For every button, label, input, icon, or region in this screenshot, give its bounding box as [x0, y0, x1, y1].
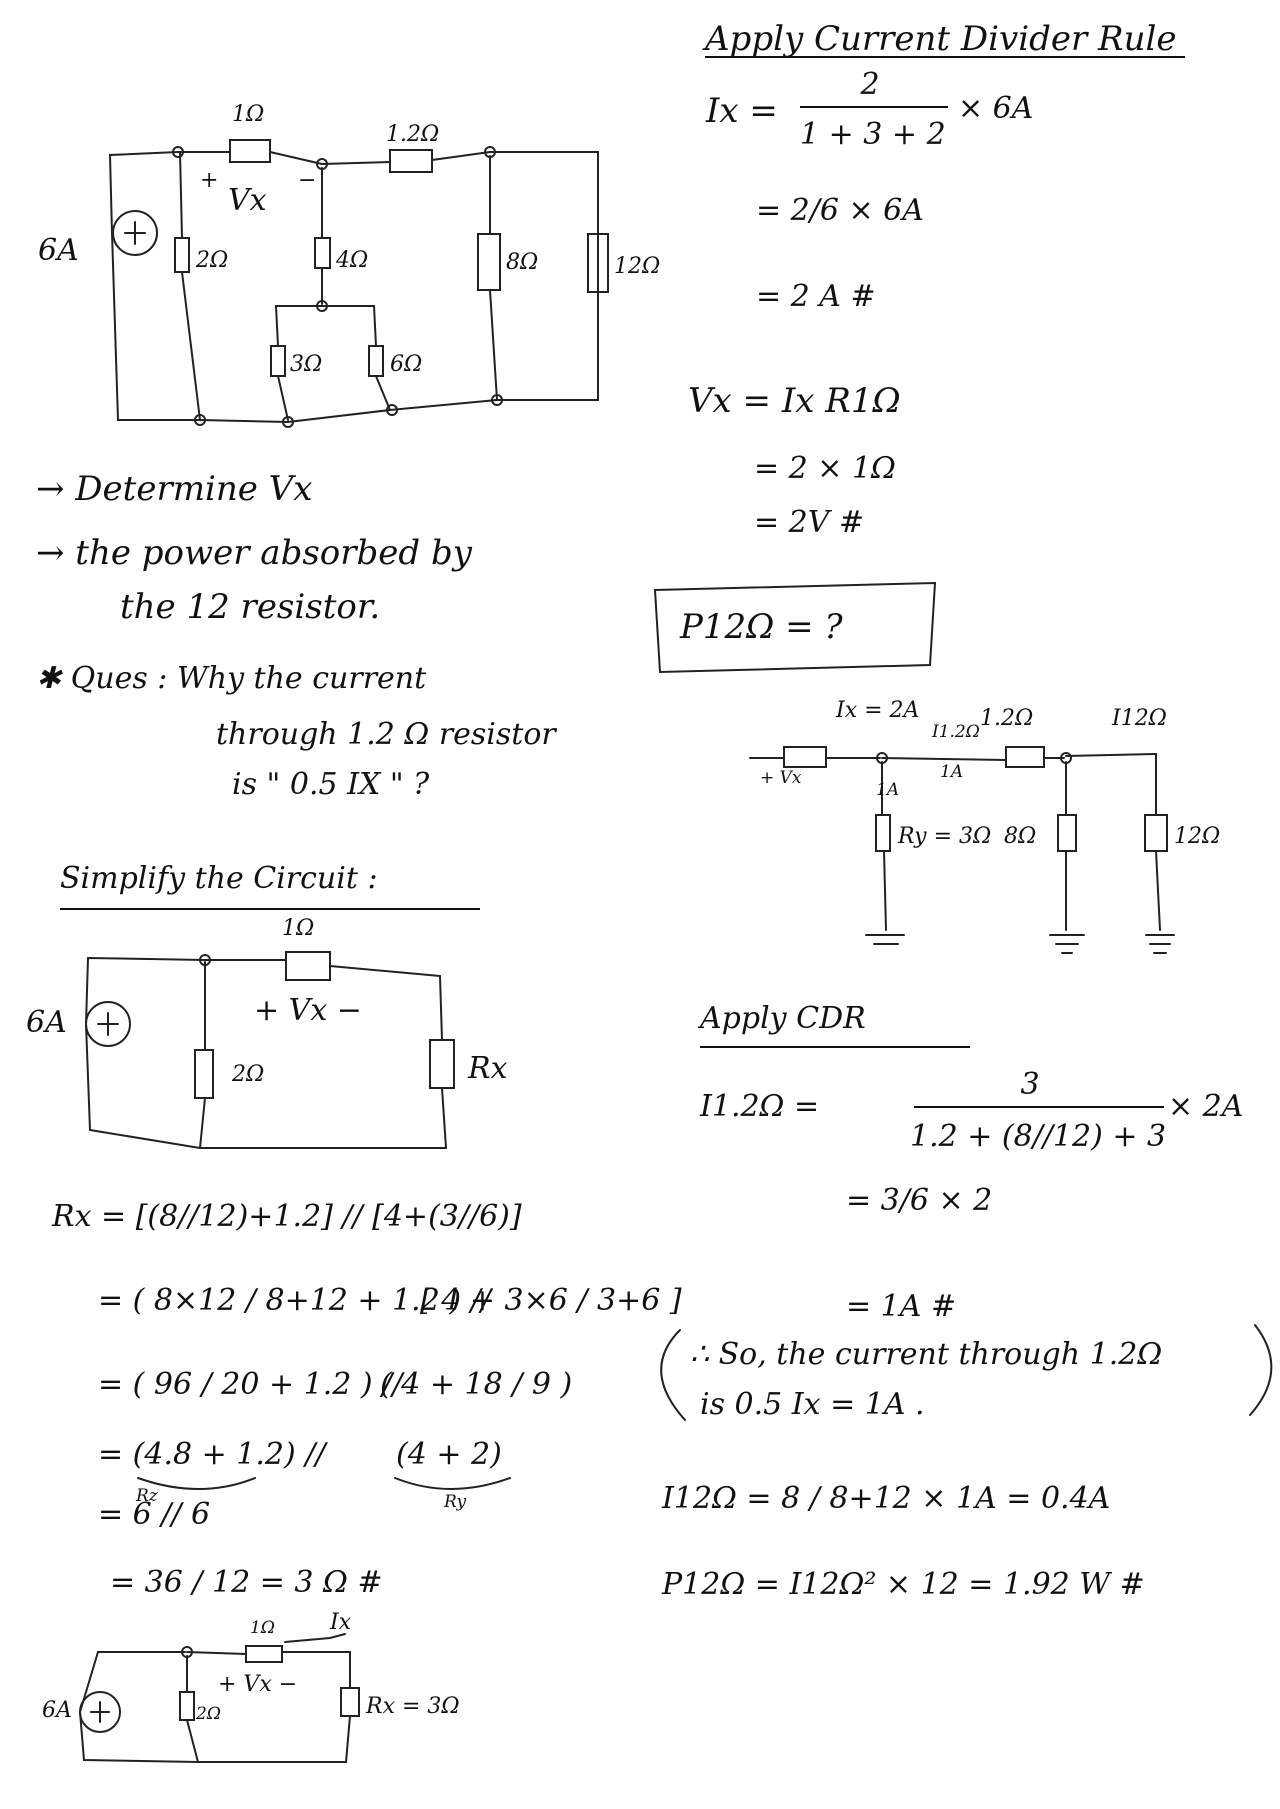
question-power-1: → the power absorbed by [36, 533, 472, 573]
rx-line-4b: (4 + 2) [396, 1437, 502, 1472]
ix-line-3: = 2 A # [756, 279, 876, 314]
ix-mul: × 6A [958, 91, 1034, 126]
circuit4-vx: + Vx [760, 768, 802, 788]
circuit4-one-a: 1A [940, 762, 964, 782]
i12-line-3: = 1A # [846, 1289, 957, 1324]
vx-line-3: = 2V # [754, 505, 865, 540]
cdr2-title: Apply CDR [700, 1001, 866, 1036]
rx-ry-label: Ry [444, 1492, 467, 1512]
i12-den: 1.2 + (8//12) + 3 [910, 1119, 1167, 1154]
circuit3-r1: 1Ω [250, 1618, 275, 1638]
ix-lhs: Ix = [706, 91, 778, 131]
vx-line-1: Vx = Ix R1Ω [688, 381, 901, 421]
rx-line-2a: = ( 8×12 / 8+12 + 1.2 ) // [98, 1283, 491, 1318]
brace-rz [137, 1477, 256, 1490]
circuit1-r4: 4Ω [336, 248, 369, 273]
circuit1-r12: 12Ω [614, 254, 661, 279]
circuit3-rx: Rx = 3Ω [366, 1694, 460, 1719]
circuit4-i12: I12Ω [1112, 706, 1167, 731]
rx-line-3b: ( 4 + 18 / 9 ) [380, 1367, 573, 1402]
i12-lhs: I1.2Ω = [700, 1089, 820, 1124]
circuit4-r12: 1.2Ω [980, 706, 1034, 731]
circuit4-ix: Ix = 2A [836, 698, 920, 723]
rx-line-6: = 36 / 12 = 3 Ω # [110, 1565, 383, 1600]
circuit1-r3: 3Ω [290, 352, 323, 377]
circuit4-one-a-down: 1A [876, 780, 900, 800]
circuit-2 [85, 951, 455, 1149]
circuit-1 [108, 139, 609, 428]
title-underline [705, 56, 1185, 58]
ix-line-2: = 2/6 × 6A [756, 193, 924, 228]
ques-line-3: is " 0.5 IX " ? [232, 767, 430, 802]
p12-box-frame [653, 581, 937, 674]
rx-line-3a: = ( 96 / 20 + 1.2 ) // [98, 1367, 403, 1402]
circuit4-r8: 8Ω [1004, 824, 1037, 849]
note-paren-right [1249, 1324, 1273, 1416]
simplify-underline [60, 908, 480, 910]
circuit4-ry: Ry = 3Ω [898, 824, 992, 849]
rx-line-5: = 6 // 6 [98, 1497, 211, 1532]
ix-den: 1 + 3 + 2 [800, 117, 946, 152]
circuit3-ix: Ix [330, 1610, 352, 1635]
question-power-2: the 12 resistor. [120, 587, 381, 627]
circuit3-source-label: 6A [42, 1698, 72, 1723]
circuit2-rx: Rx [468, 1051, 508, 1086]
circuit2-source-label: 6A [26, 1005, 67, 1040]
circuit1-r-top2: 1.2Ω [386, 122, 440, 147]
circuit4-i1-2: I1.2Ω [932, 722, 980, 742]
p12-question: P12Ω = ? [680, 607, 843, 647]
circuit1-r8: 8Ω [506, 250, 539, 275]
circuit4-r12-res: 12Ω [1174, 824, 1221, 849]
circuit2-r1: 1Ω [282, 916, 315, 941]
final-p12: P12Ω = I12Ω² × 12 = 1.92 W # [662, 1567, 1145, 1602]
circuit3-vx: + Vx − [218, 1672, 298, 1697]
circuit1-source-label: 6A [38, 233, 79, 268]
i12-mul: × 2A [1168, 1089, 1244, 1124]
cdr2-underline [700, 1046, 970, 1048]
rx-line-2b: [ 4 + 3×6 / 3+6 ] [420, 1283, 682, 1318]
vx-line-2: = 2 × 1Ω [754, 451, 896, 486]
ix-num: 2 [860, 67, 880, 102]
rx-line-4a: = (4.8 + 1.2) // [98, 1437, 326, 1472]
circuit1-plus: + [200, 168, 219, 193]
circuit-4 [749, 746, 1175, 954]
circuit1-r-top1: 1Ω [232, 102, 265, 127]
circuit2-vx: + Vx − [254, 993, 362, 1028]
circuit1-vx: Vx [228, 183, 267, 218]
circuit-3 [79, 1633, 360, 1763]
i12-line-2: = 3/6 × 2 [846, 1183, 993, 1218]
circuit1-minus: − [298, 168, 317, 193]
rx-rz-label: Rz [136, 1486, 158, 1506]
rx-line-1: Rx = [(8//12)+1.2] // [4+(3//6)] [52, 1199, 522, 1234]
ix-fraction-bar [800, 106, 948, 108]
cdr2-note-2: is 0.5 Ix = 1A . [700, 1387, 925, 1422]
note-paren-left [660, 1329, 686, 1421]
circuit2-r2: 2Ω [232, 1062, 265, 1087]
page-title: Apply Current Divider Rule [705, 19, 1177, 59]
simplify-title: Simplify the Circuit : [60, 861, 378, 896]
ques-line-2: through 1.2 Ω resistor [216, 717, 556, 752]
brace-ry [394, 1477, 511, 1490]
final-i12: I12Ω = 8 / 8+12 × 1A = 0.4A [662, 1481, 1111, 1516]
circuit1-r2: 2Ω [196, 248, 229, 273]
circuit1-r6: 6Ω [390, 352, 423, 377]
i12-num: 3 [1020, 1067, 1040, 1102]
question-determine-vx: → Determine Vx [36, 469, 313, 509]
circuit3-r2: 2Ω [196, 1704, 221, 1724]
i12-fraction-bar [914, 1106, 1164, 1108]
cdr2-note-1: ∴ So, the current through 1.2Ω [690, 1337, 1163, 1372]
ques-line-1: ✱ Ques : Why the current [36, 661, 427, 696]
